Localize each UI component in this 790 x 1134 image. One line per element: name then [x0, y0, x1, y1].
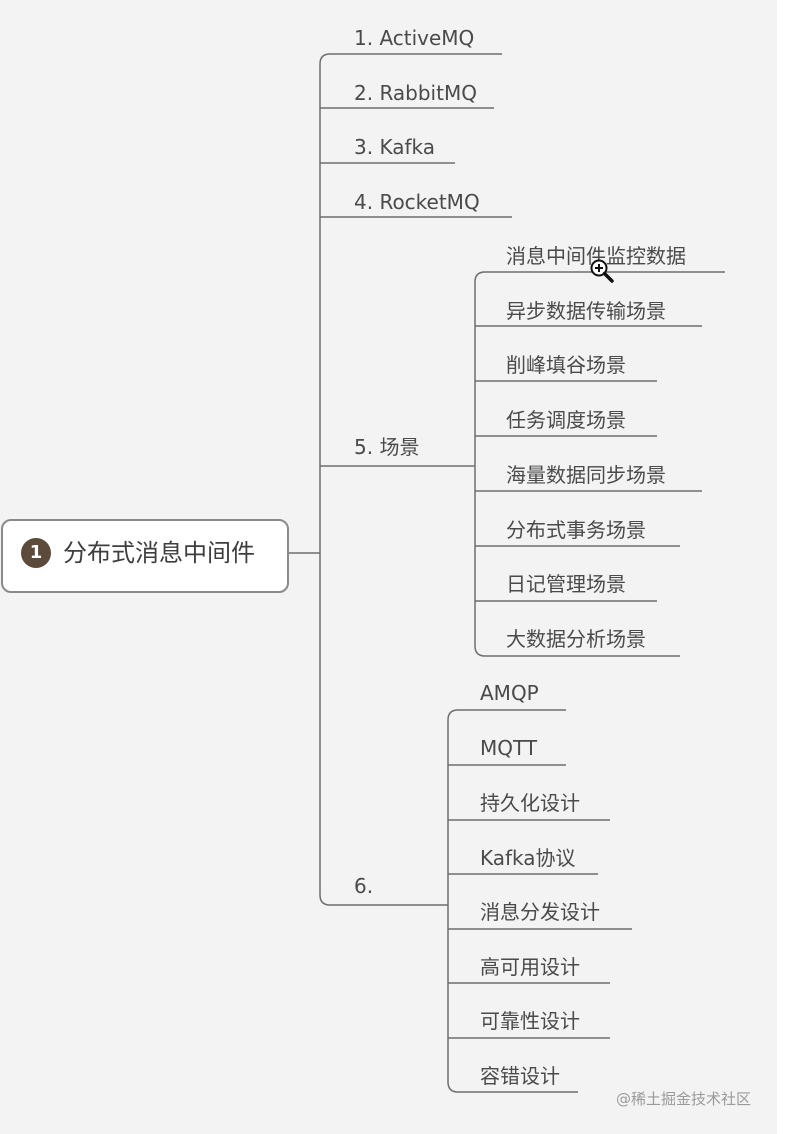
branch-rabbitmq[interactable]: 2. RabbitMQ: [354, 81, 477, 105]
branch-rocketmq[interactable]: 4. RocketMQ: [354, 190, 480, 214]
main-spine: [319, 53, 502, 65]
design-item[interactable]: Kafka协议: [480, 846, 576, 870]
branch-scenarios[interactable]: 5. 场景: [354, 435, 420, 459]
scenario-item[interactable]: 异步数据传输场景: [506, 299, 666, 323]
design-item[interactable]: AMQP: [480, 681, 539, 705]
design-item[interactable]: MQTT: [480, 736, 538, 760]
branch-kafka[interactable]: 3. Kafka: [354, 135, 435, 159]
right-margin: [777, 0, 790, 1134]
scenario-item[interactable]: 日记管理场景: [506, 572, 626, 596]
root-title: 分布式消息中间件: [63, 539, 255, 567]
spine-vertical: [319, 64, 331, 906]
branch-activemq[interactable]: 1. ActiveMQ: [354, 26, 475, 50]
root-number-badge: 1: [21, 538, 51, 568]
protocol-spine: [447, 709, 578, 1093]
zoom-in-magnifier-icon: [590, 259, 614, 283]
scenario-item[interactable]: 任务调度场景: [506, 408, 626, 432]
scenario-item[interactable]: 大数据分析场景: [506, 627, 646, 651]
design-item[interactable]: 持久化设计: [480, 791, 580, 815]
scenario-item[interactable]: 削峰填谷场景: [506, 353, 626, 377]
design-item[interactable]: 容错设计: [480, 1064, 560, 1088]
branch-six[interactable]: 6.: [354, 874, 374, 898]
design-item[interactable]: 可靠性设计: [480, 1009, 580, 1033]
scenario-spine: [474, 271, 725, 657]
scenario-item[interactable]: 分布式事务场景: [506, 518, 646, 542]
design-item[interactable]: 消息分发设计: [480, 900, 600, 924]
scenario-item[interactable]: 海量数据同步场景: [506, 463, 666, 487]
design-item[interactable]: 高可用设计: [480, 955, 580, 979]
watermark: @稀土掘金技术社区: [616, 1090, 752, 1108]
